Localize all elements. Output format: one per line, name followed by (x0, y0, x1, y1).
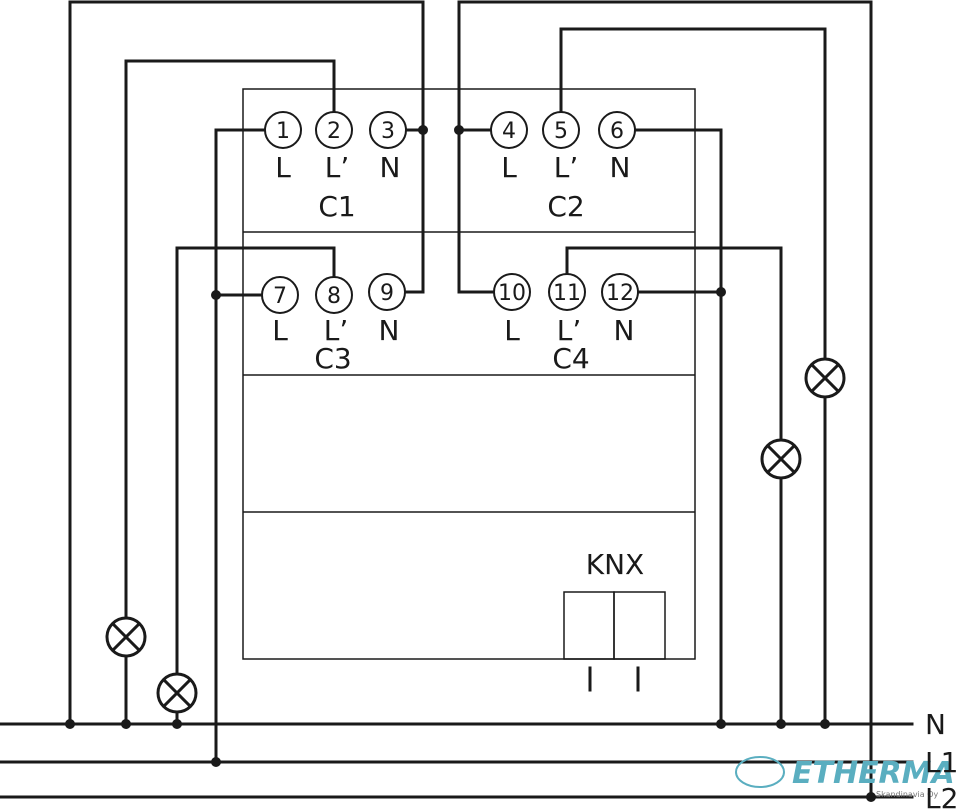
terminal-5: 5 L’ (542, 111, 580, 184)
terminal-number: 7 (273, 284, 287, 309)
junction-dot (418, 125, 428, 135)
terminal-number: 12 (606, 281, 634, 306)
terminal-number: 6 (610, 119, 624, 144)
rail-label-l2: L2 (925, 782, 958, 811)
etherma-logo: ETHERMA Skandinavia Oy (735, 756, 955, 799)
terminal-pin-label: N (610, 151, 631, 184)
terminal-pin-label: L’ (324, 314, 349, 347)
junction-dot (172, 719, 182, 729)
terminal-circle (368, 273, 406, 311)
terminal-number: 8 (327, 284, 341, 309)
junction-dot (211, 290, 221, 300)
channel-label-c1: C1 (318, 190, 355, 223)
terminal-12: 12 N (601, 273, 639, 347)
housing-outline (242, 88, 696, 660)
terminal-circle (315, 276, 353, 314)
terminal-circle (369, 111, 407, 149)
lamp-icon (804, 357, 846, 399)
terminal-6: 6 N (598, 111, 636, 184)
terminal-circle (548, 273, 586, 311)
terminal-9: 9 N (368, 273, 406, 347)
lamp-icon (105, 616, 147, 658)
wire-c3-output (175, 246, 336, 676)
terminal-pin-label: N (614, 314, 635, 347)
channel-label-c3: C3 (314, 342, 351, 375)
terminal-3: 3 N (369, 111, 407, 184)
terminal-pin-label: L (272, 314, 288, 347)
terminal-circle (542, 111, 580, 149)
terminal-pin-label: L’ (557, 314, 582, 347)
terminal-number: 3 (381, 119, 395, 144)
terminal-pin-label: L (275, 151, 291, 184)
junction-dot (716, 719, 726, 729)
knx-label: KNX (586, 548, 645, 581)
junction-dot (716, 287, 726, 297)
terminal-pin-label: N (379, 314, 400, 347)
junction-dot (454, 125, 464, 135)
terminal-circle (598, 111, 636, 149)
terminal-number: 9 (380, 281, 394, 306)
actuator-housing (242, 88, 696, 660)
channel-label-c2: C2 (547, 190, 584, 223)
wire-l2-c2-c4 (457, 0, 873, 799)
wire-c4-output (565, 246, 783, 442)
wire-n-c1-c3 (68, 0, 425, 726)
terminal-pin-label: N (380, 151, 401, 184)
terminal-7: 7 L (261, 276, 299, 347)
terminal-2: 2 L’ (315, 111, 353, 184)
junction-dot (121, 719, 131, 729)
knx-connector-left (563, 591, 615, 660)
terminal-circle (493, 273, 531, 311)
terminal-circle (601, 273, 639, 311)
terminal-pin-label: L’ (554, 151, 579, 184)
knx-connector-right (613, 591, 666, 660)
knx-connector: KNX (563, 548, 666, 692)
junction-dot (211, 757, 221, 767)
lamp-icon (760, 438, 802, 480)
terminal-4: 4 L (490, 111, 528, 184)
logo-wordmark: ETHERMA (792, 756, 955, 791)
terminal-circle (490, 111, 528, 149)
terminal-number: 10 (498, 281, 526, 306)
wire-n-c2-c4 (633, 128, 723, 726)
lamp-icon (156, 672, 198, 714)
junction-dot (820, 719, 830, 729)
terminal-8: 8 L’ (315, 276, 353, 347)
terminal-pin-label: L (501, 151, 517, 184)
terminal-pin-label: L’ (325, 151, 350, 184)
terminal-circle (261, 276, 299, 314)
wire-c1-output (124, 59, 336, 620)
terminal-number: 2 (327, 119, 341, 144)
rail-label-l1: L1 (925, 746, 958, 779)
logo-subtitle: Skandinavia Oy (876, 790, 939, 799)
wire-c2-output (559, 27, 827, 361)
channel-label-c4: C4 (552, 342, 589, 375)
terminal-circle (315, 111, 353, 149)
terminal-10: 10 L (493, 273, 531, 347)
junction-dot (65, 719, 75, 729)
terminal-circle (264, 111, 302, 149)
wires (0, 0, 914, 799)
junction-dot (776, 719, 786, 729)
terminal-number: 5 (554, 119, 568, 144)
terminal-11: 11 L’ (548, 273, 586, 347)
rail-label-n: N (925, 708, 946, 741)
terminal-number: 4 (502, 119, 516, 144)
logo-swoosh-icon (735, 756, 785, 788)
junction-dots (65, 125, 876, 802)
junction-dot (866, 792, 876, 802)
terminal-1: 1 L (264, 111, 302, 184)
terminal-number: 11 (553, 281, 581, 306)
terminal-number: 1 (276, 119, 290, 144)
terminal-pin-label: L (504, 314, 520, 347)
wire-l1-c1 (214, 128, 265, 764)
